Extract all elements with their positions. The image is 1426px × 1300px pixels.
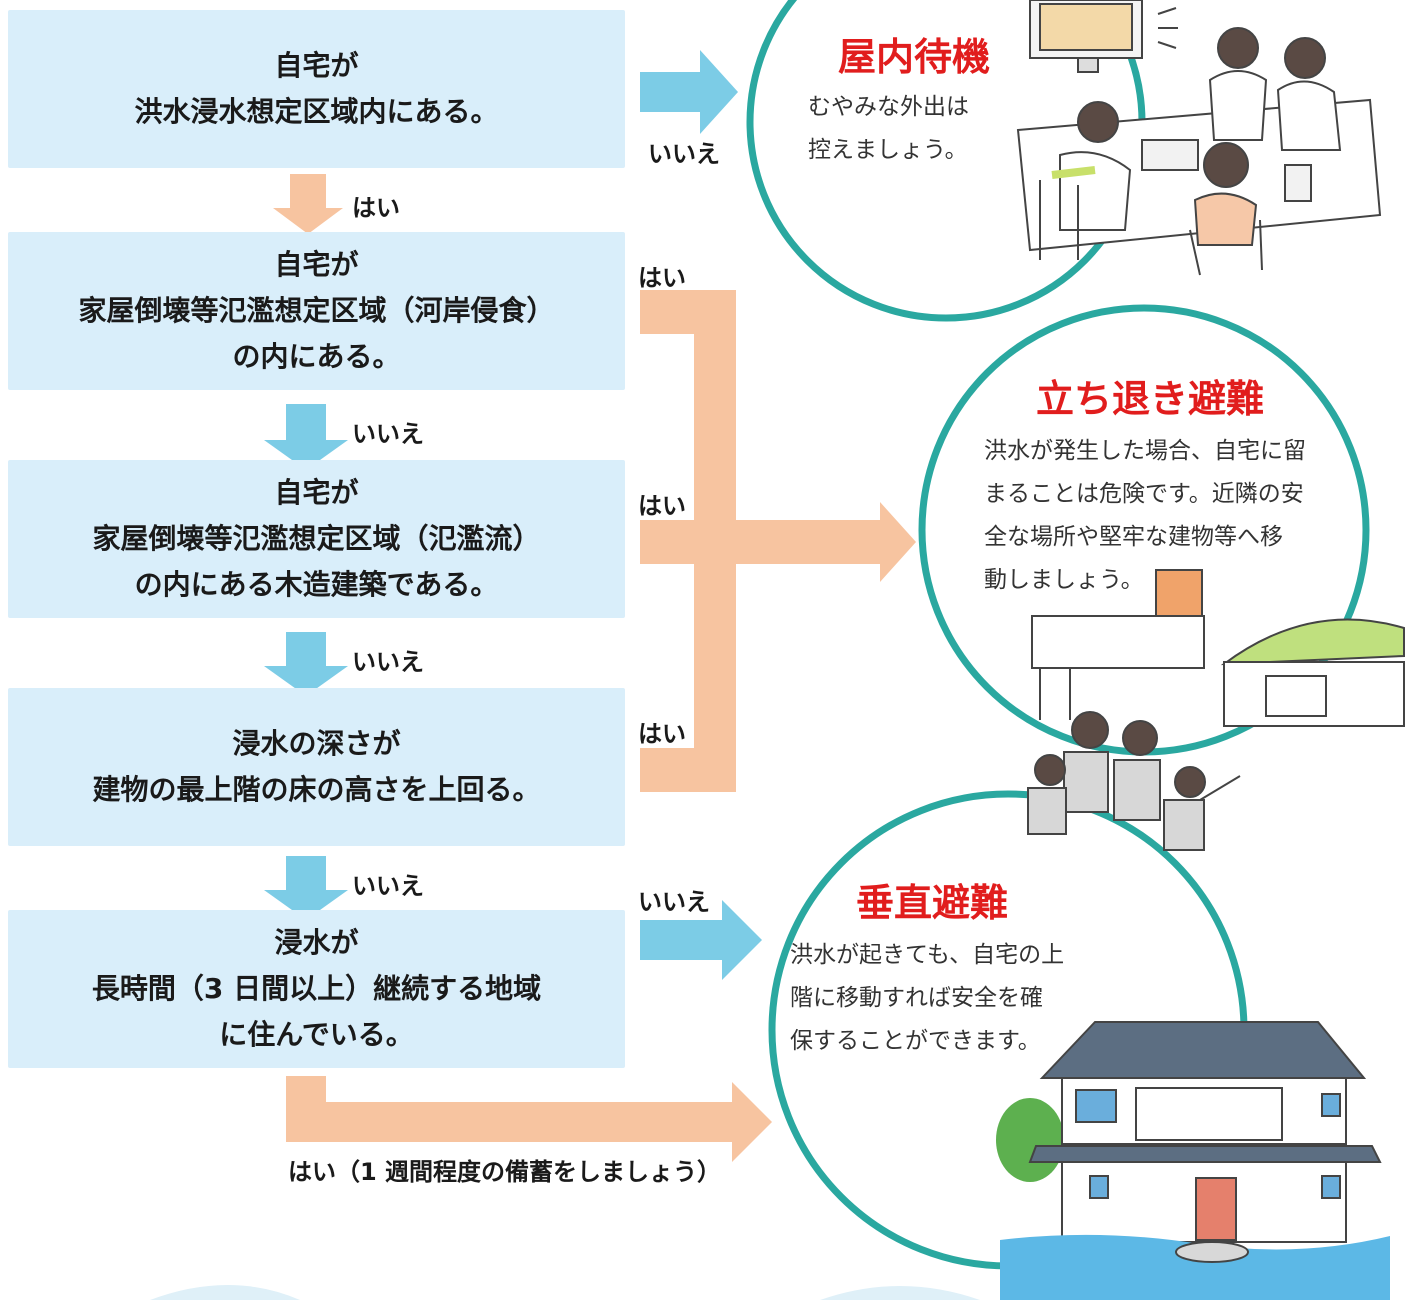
arrow-q2-no-down <box>264 404 348 470</box>
question-1-box: 自宅が 洪水浸水想定区域内にある。 <box>8 10 625 168</box>
question-4-line-1: 浸水の深さが <box>232 727 401 760</box>
label-q2-no: いいえ <box>352 420 424 448</box>
outcome-indoor-body-line-2: 控えましょう。 <box>808 137 968 163</box>
outcome-evacuate-body-line-4: 動しましょう。 <box>984 567 1144 593</box>
label-q4-yes: はい <box>638 720 686 748</box>
question-2-line-3: の内にある。 <box>232 340 401 373</box>
outcome-evacuate-body: 洪水が発生した場合、自宅に留 まることは危険です。近隣の安 全な場所や堅牢な建物… <box>984 430 1306 602</box>
label-q3-yes: はい <box>638 492 686 520</box>
outcome-evacuate-title: 立ち退き避難 <box>1036 377 1265 421</box>
wave-decoration-right <box>820 1286 980 1300</box>
outcome-evacuate-body-line-2: まることは危険です。近隣の安 <box>984 481 1304 507</box>
label-q5-no: いいえ <box>638 888 710 916</box>
arrow-q4-no-down <box>264 856 348 920</box>
vertical-evacuation-illustration <box>996 1021 1390 1300</box>
question-4-line-2: 建物の最上階の床の高さを上回る。 <box>92 773 541 806</box>
question-2-box: 自宅が 家屋倒壊等氾濫想定区域（河岸侵食） の内にある。 <box>8 232 625 390</box>
question-3-line-2: 家屋倒壊等氾濫想定区域（氾濫流） <box>92 522 541 555</box>
question-5-line-1: 浸水が <box>274 926 359 959</box>
arrow-q5-yes-right <box>286 1076 772 1162</box>
arrow-q5-no-right <box>640 900 762 980</box>
outcome-indoor-body: むやみな外出は 控えましょう。 <box>808 86 969 172</box>
outcome-indoor-title: 屋内待機 <box>838 35 991 79</box>
question-4-box: 浸水の深さが 建物の最上階の床の高さを上回る。 <box>8 688 625 846</box>
question-5-line-2: 長時間（3 日間以上）継続する地域 <box>91 972 542 1005</box>
outcome-vertical-body: 洪水が起きても、自宅の上 階に移動すれば安全を確 保することができます。 <box>790 934 1064 1063</box>
arrow-q3-no-down <box>264 632 348 696</box>
question-3-line-1: 自宅が <box>274 476 359 509</box>
question-5-line-3: に住んでいる。 <box>219 1018 414 1051</box>
question-3-line-3: の内にある木造建築である。 <box>134 568 499 601</box>
wave-decoration-left <box>150 1285 300 1300</box>
question-1-line-1: 自宅が <box>274 49 359 82</box>
label-q4-no: いいえ <box>352 872 424 900</box>
arrow-q1-no-right <box>640 50 738 134</box>
label-q1-yes: はい <box>352 194 400 222</box>
label-q5-yes: はい（1 週間程度の備蓄をしましょう） <box>288 1158 722 1186</box>
outcome-indoor-body-line-1: むやみな外出は <box>808 94 969 120</box>
outcome-vertical-body-line-3: 保することができます。 <box>790 1028 1041 1054</box>
question-5-box: 浸水が 長時間（3 日間以上）継続する地域 に住んでいる。 <box>8 910 625 1068</box>
indoor-family-illustration <box>1016 0 1382 276</box>
label-q3-no: いいえ <box>352 648 424 676</box>
evacuation-illustration <box>1027 569 1405 851</box>
question-3-box: 自宅が 家屋倒壊等氾濫想定区域（氾濫流） の内にある木造建築である。 <box>8 460 625 618</box>
question-2-line-2: 家屋倒壊等氾濫想定区域（河岸侵食） <box>78 294 555 327</box>
arrow-evacuate-collector <box>640 290 916 792</box>
outcome-vertical-body-line-2: 階に移動すれば安全を確 <box>790 985 1043 1011</box>
outcome-vertical-body-line-1: 洪水が起きても、自宅の上 <box>790 942 1065 968</box>
arrow-q1-yes-down <box>273 174 343 234</box>
question-2-line-1: 自宅が <box>274 248 359 281</box>
label-q1-no: いいえ <box>648 140 720 168</box>
outcome-vertical-title: 垂直避難 <box>856 881 1009 925</box>
outcome-evacuate-body-line-3: 全な場所や堅牢な建物等へ移 <box>984 524 1283 550</box>
question-1-line-2: 洪水浸水想定区域内にある。 <box>134 95 499 128</box>
outcome-evacuate-body-line-1: 洪水が発生した場合、自宅に留 <box>984 438 1306 464</box>
down-arrows <box>264 174 348 920</box>
label-q2-yes: はい <box>638 264 686 292</box>
